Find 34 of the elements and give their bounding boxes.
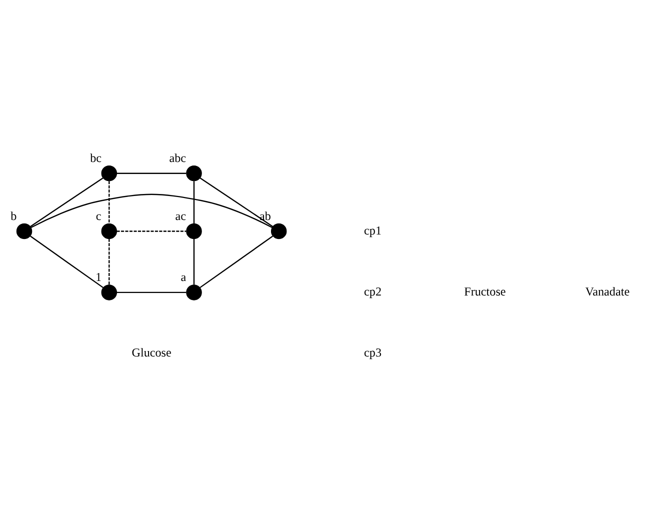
node-circle (270, 222, 287, 239)
label: cp2 (364, 284, 382, 298)
connector (116, 291, 186, 293)
connector (108, 238, 110, 284)
node-circle (101, 164, 118, 181)
node-circle (186, 222, 202, 239)
connector (193, 180, 195, 223)
node-label: ab (260, 208, 271, 223)
node-label: b (10, 208, 17, 223)
connector (108, 180, 110, 223)
connector (30, 235, 104, 288)
node-circle (186, 164, 202, 181)
connector (116, 230, 186, 232)
connector (30, 177, 104, 227)
connector (200, 177, 274, 227)
label: Fructose (464, 284, 506, 298)
label: cp1 (364, 222, 382, 237)
node-circle (101, 222, 118, 239)
label: Vanadate (585, 284, 630, 298)
node-circle (101, 284, 118, 300)
label: cp3 (364, 345, 382, 360)
node-label: c (96, 208, 102, 223)
node-label: ac (175, 208, 186, 223)
connector (116, 172, 186, 174)
node-label: bc (90, 150, 102, 165)
connector (193, 238, 195, 284)
node-circle (16, 222, 32, 239)
node-label: abc (169, 150, 186, 165)
connector (200, 235, 274, 288)
connector (30, 193, 272, 228)
node-circle (186, 284, 202, 300)
node-label: a (180, 270, 186, 284)
label: Glucose (132, 345, 172, 360)
node-label: 1 (96, 270, 102, 284)
